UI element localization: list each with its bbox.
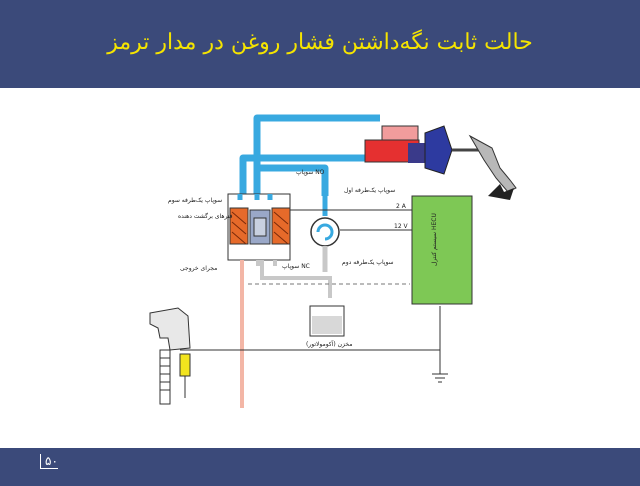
master-line-outer <box>239 154 365 198</box>
label-voltage-12v: 12 V <box>394 223 409 230</box>
coil-hatch-right <box>273 211 289 245</box>
valve-ports <box>237 194 273 200</box>
slide-title: حالت ثابت نگه‌داشتن فشار روغن در مدار تر… <box>107 30 533 55</box>
reservoir-fluid <box>312 316 342 334</box>
valve-block <box>227 193 291 261</box>
caliper <box>149 307 191 351</box>
label-three-way-valve: سوپاپ یک‌طرفه سوم <box>168 197 222 204</box>
wheel-axle <box>159 349 171 405</box>
brake-pedal <box>468 134 517 193</box>
brake-circuit-diagram: سوپاپ NO سوپاپ یک‌طرفه سوم فنرهای برگشت … <box>149 114 517 408</box>
hecu-box <box>411 195 473 305</box>
wheel-speed-sensor <box>179 353 191 377</box>
label-reservoir: مخزن (آکومولاتور) <box>306 339 352 348</box>
label-valve-no: سوپاپ NO <box>296 169 325 176</box>
brake-booster <box>424 125 453 175</box>
label-valve-nc: سوپاپ NC <box>282 263 310 270</box>
pump-line <box>257 164 329 196</box>
booster-neck <box>408 143 426 163</box>
axle-teeth <box>160 357 170 391</box>
pump-rotation-icon <box>316 223 334 241</box>
pump <box>310 196 340 272</box>
label-check-valve-1: سوپاپ یک‌طرفه اول <box>344 187 395 194</box>
coil-left <box>229 207 249 245</box>
foot-arrow-icon <box>488 184 514 200</box>
title-bar <box>0 0 640 88</box>
label-current-2a: 2 A <box>396 203 407 210</box>
label-hecu: سیستم کنترل HECU <box>431 213 438 266</box>
master-cylinder-assembly <box>364 125 517 200</box>
spring-stack <box>253 217 267 237</box>
label-return-springs: فنرهای برگشت دهنده <box>178 212 233 220</box>
page-number: ۵۰ <box>40 454 58 469</box>
reservoir-tank <box>309 305 345 337</box>
coil-right <box>271 207 291 245</box>
label-check-valve-2: سوپاپ یک‌طرفه دوم <box>342 259 394 266</box>
nc-line <box>256 260 277 266</box>
coil-hatch-left <box>231 211 247 245</box>
footer-bar <box>0 448 640 486</box>
return-line <box>260 260 332 298</box>
ground-symbol <box>432 373 448 383</box>
pump-body <box>310 217 340 247</box>
wheel-assembly <box>149 307 191 405</box>
label-outlet-channel: مجرای خروجی <box>180 265 217 272</box>
high-pressure-lines <box>239 114 380 198</box>
wiring <box>180 209 448 383</box>
diagram-labels: سوپاپ NO سوپاپ یک‌طرفه سوم فنرهای برگشت … <box>168 169 438 348</box>
reservoir-cap <box>381 125 419 141</box>
hecu-module <box>411 195 473 305</box>
low-pressure-lines <box>240 260 332 408</box>
